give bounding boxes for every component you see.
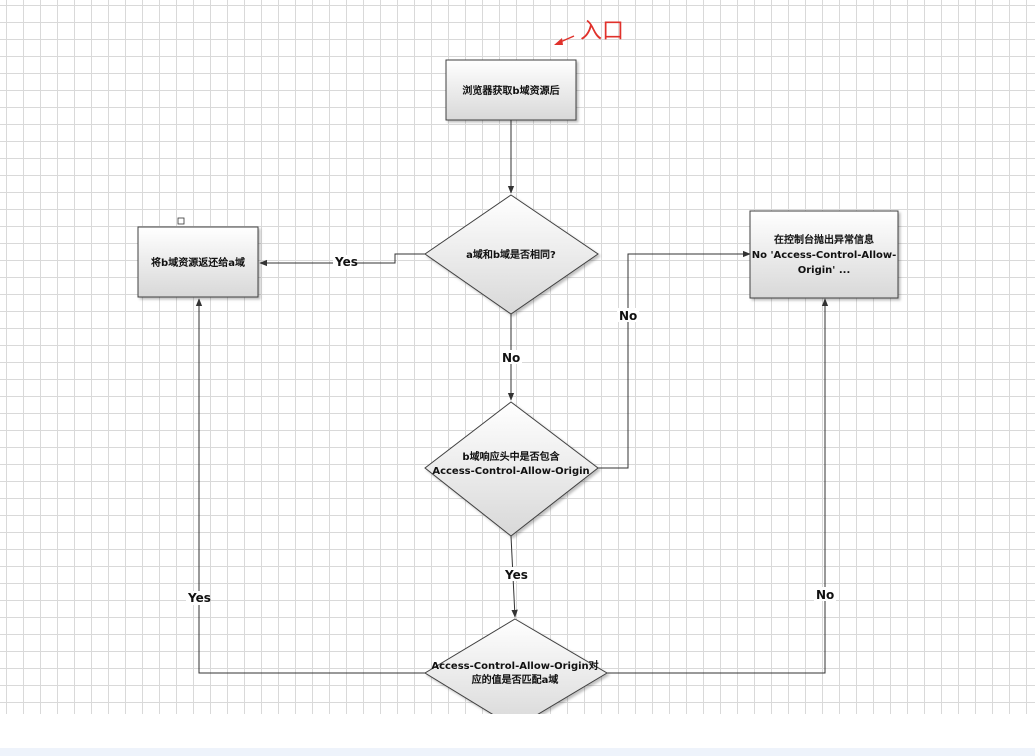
entry-label: 入口 — [580, 19, 624, 44]
decision-has-header-line2: Access-Control-Allow-Origin — [432, 466, 589, 477]
decision-has-header[interactable]: b域响应头中是否包含 Access-Control-Allow-Origin — [424, 401, 599, 537]
node-start[interactable]: 浏览器获取b域资源后 — [445, 59, 577, 121]
decision-has-header-line1: b域响应头中是否包含 — [462, 450, 560, 463]
decision-match-line2: 应的值是否匹配a域 — [472, 673, 559, 686]
edge-labels: Yes No No Yes Yes No — [186, 255, 836, 605]
selection-handle-icon[interactable] — [177, 217, 185, 225]
label-same-no: No — [502, 351, 520, 365]
node-return-label: 将b域资源返还给a域 — [151, 256, 245, 269]
node-return[interactable]: 将b域资源返还给a域 — [137, 217, 259, 298]
status-strip — [0, 748, 1035, 756]
label-header-no: No — [619, 309, 637, 323]
entry-arrowhead-icon — [554, 38, 563, 45]
decision-same-domain[interactable]: a域和b域是否相同? — [424, 194, 599, 315]
entry-marker: 入口 — [554, 19, 624, 45]
edge-match-no — [607, 298, 829, 674]
node-start-label: 浏览器获取b域资源后 — [462, 84, 559, 97]
decision-match-line1: Access-Control-Allow-Origin对 — [431, 659, 598, 672]
flowchart: 入口 Yes No No Yes Yes No 浏览器获取b域资源后 将b域资源… — [137, 19, 899, 714]
node-error-line3: Origin' ... — [798, 265, 851, 276]
label-match-yes: Yes — [187, 591, 211, 605]
edge-header-no — [598, 250, 751, 469]
label-match-no: No — [816, 588, 834, 602]
label-same-yes: Yes — [334, 255, 358, 269]
decision-same-domain-label: a域和b域是否相同? — [466, 248, 556, 261]
edge-same-yes — [259, 253, 425, 267]
label-header-yes: Yes — [504, 568, 528, 582]
node-error-line2: No 'Access-Control-Allow- — [752, 250, 897, 261]
node-error[interactable]: 在控制台抛出异常信息 No 'Access-Control-Allow- Ori… — [749, 210, 899, 299]
decision-match-origin[interactable]: Access-Control-Allow-Origin对 应的值是否匹配a域 — [424, 618, 608, 714]
node-error-line1: 在控制台抛出异常信息 — [774, 233, 874, 246]
edge-match-yes — [195, 298, 425, 674]
